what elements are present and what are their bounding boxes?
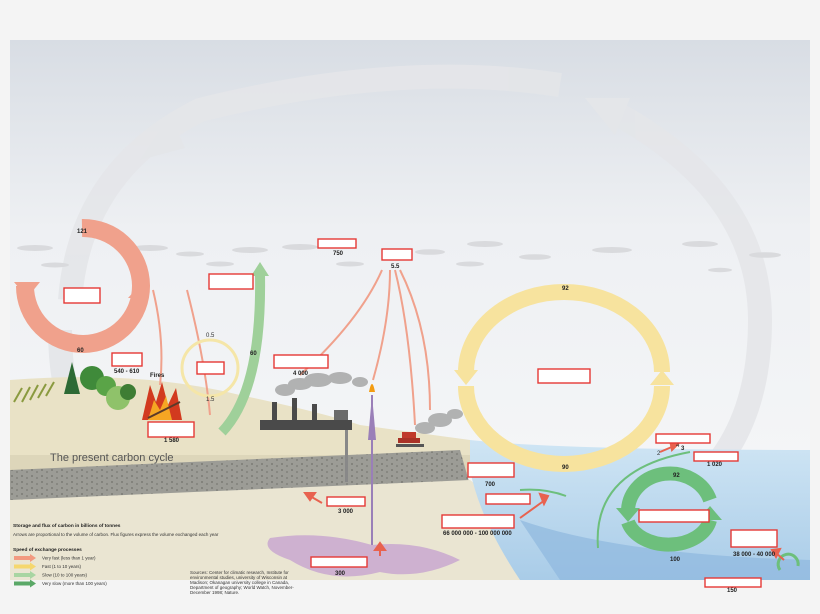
sources-text: Sources: Center for climatic research, I… — [190, 570, 294, 595]
label-atmosphere-stock: 750 — [333, 251, 344, 257]
diagram-title: The present carbon cycle — [50, 452, 174, 464]
blank-box-sediment[interactable] — [326, 496, 366, 507]
blank-label-boxes — [63, 238, 778, 588]
label-bio-small: 3 — [681, 446, 685, 452]
label-bio-small3: 2 — [657, 451, 661, 457]
legend-arrow-3 — [14, 579, 36, 588]
blank-box-respiration[interactable] — [208, 273, 254, 290]
label-deep-flux: 100 — [670, 557, 681, 563]
blank-box-dissolved-carbon[interactable] — [485, 493, 531, 505]
source-line-5: December 1998; Nature. — [190, 590, 239, 595]
label-sink-flux: 150 — [727, 588, 738, 594]
gas-flare-illustration — [368, 384, 376, 545]
label-gas-reserve: 300 — [335, 571, 346, 577]
vineyard-illustration — [13, 381, 55, 403]
legend-arrow-2 — [14, 571, 36, 579]
factory-illustration — [260, 398, 352, 482]
label-soil-stock: 1 580 — [164, 438, 180, 444]
blank-box-fossil-emission[interactable] — [381, 248, 413, 261]
label-ocean-up: 92 — [562, 286, 569, 292]
label-atm-land-flux: 121 — [77, 229, 88, 235]
label-ocean-down: 90 — [562, 465, 569, 471]
legend-label-2: Slow (10 to 100 years) — [42, 573, 88, 578]
label-fossil-stock: 4 000 — [293, 371, 309, 377]
blank-box-gas-reserve[interactable] — [310, 556, 368, 568]
legend-speed-heading: Speed of exchange processes — [13, 547, 82, 553]
label-bio-up: 92 — [673, 473, 680, 479]
source-line-1: Sources: Center for climatic research, I… — [190, 570, 289, 575]
rock-layer — [10, 450, 470, 505]
blank-box-deep-ocean[interactable] — [730, 529, 778, 548]
label-bio-small2: 4 — [676, 443, 680, 449]
legend-label-0: Very fast (less than 1 year) — [42, 556, 96, 561]
source-line-4: Department of geography; World Watch, No… — [190, 585, 294, 590]
blank-box-surface-ocean[interactable] — [467, 462, 515, 478]
label-photosynthesis-flux: 60 — [250, 351, 257, 357]
legend-heading: Storage and flux of carbon in billions o… — [13, 523, 121, 529]
forest-illustration — [64, 362, 136, 410]
blank-box-soil[interactable] — [147, 421, 195, 438]
fire-illustration — [142, 382, 182, 420]
blank-box-rock[interactable] — [441, 514, 515, 529]
label-fire-up: 0.5 — [206, 333, 215, 339]
atmosphere-land-cycle — [14, 218, 150, 353]
label-sediment-stock: 3 000 — [338, 509, 354, 515]
legend-label-3: Very slow (more than 100 years) — [42, 581, 107, 586]
label-fire-down: 1.5 — [206, 397, 215, 403]
label-fires: Fires — [150, 373, 165, 379]
legend-label-1: Fast (1 to 10 years) — [42, 564, 82, 569]
global-arrowhead-left — [140, 115, 185, 160]
blank-box-fossil-fuels[interactable] — [273, 354, 329, 369]
ocean-biology-cycle — [519, 451, 800, 571]
label-deep-ocean-stock: 38 000 - 40 000 — [733, 552, 776, 558]
legend-arrow-1 — [14, 562, 36, 571]
legend: Storage and flux of carbon in billions o… — [13, 523, 219, 588]
car-illustration — [396, 432, 424, 447]
blank-box-atmosphere[interactable] — [317, 238, 357, 249]
photosynthesis-arrow — [218, 262, 269, 436]
blank-box-marine-biota[interactable] — [655, 433, 711, 444]
blank-box-surface-biota[interactable] — [693, 451, 739, 462]
legend-arrow-0 — [14, 554, 36, 562]
global-arrowhead-right — [585, 98, 630, 135]
clouds — [17, 241, 781, 273]
blank-box-atmosphere-land[interactable] — [63, 287, 101, 304]
ocean-atmosphere-cycle — [454, 284, 674, 472]
blank-box-ocean-exchange[interactable] — [537, 368, 591, 384]
fire-exchange-cycle — [180, 338, 240, 398]
blank-box-vegetation[interactable] — [111, 352, 143, 367]
blank-box-fires[interactable] — [196, 361, 225, 375]
label-land-return-flux: 60 — [77, 348, 84, 354]
deep-sediment — [10, 480, 600, 580]
smoke-plumes — [275, 372, 463, 434]
legend-note: Arrows are proportional to the volume of… — [13, 532, 219, 537]
blank-box-ocean-cycle[interactable] — [638, 509, 710, 523]
source-line-3: Madison; Okanagan university college in … — [190, 580, 289, 585]
label-fossil-emission: 5.5 — [391, 264, 400, 270]
source-line-2: environmental studies, university of Wis… — [190, 575, 288, 580]
label-rock-stock: 66 000 000 - 100 000 000 — [443, 531, 512, 537]
blank-box-deep-sink[interactable] — [704, 577, 762, 588]
label-surface-ocean-stock: 700 — [485, 482, 496, 488]
label-vegetation-stock: 540 - 610 — [114, 369, 140, 375]
deep-ocean — [520, 520, 810, 580]
label-surface-biota: 1 020 — [707, 462, 723, 468]
